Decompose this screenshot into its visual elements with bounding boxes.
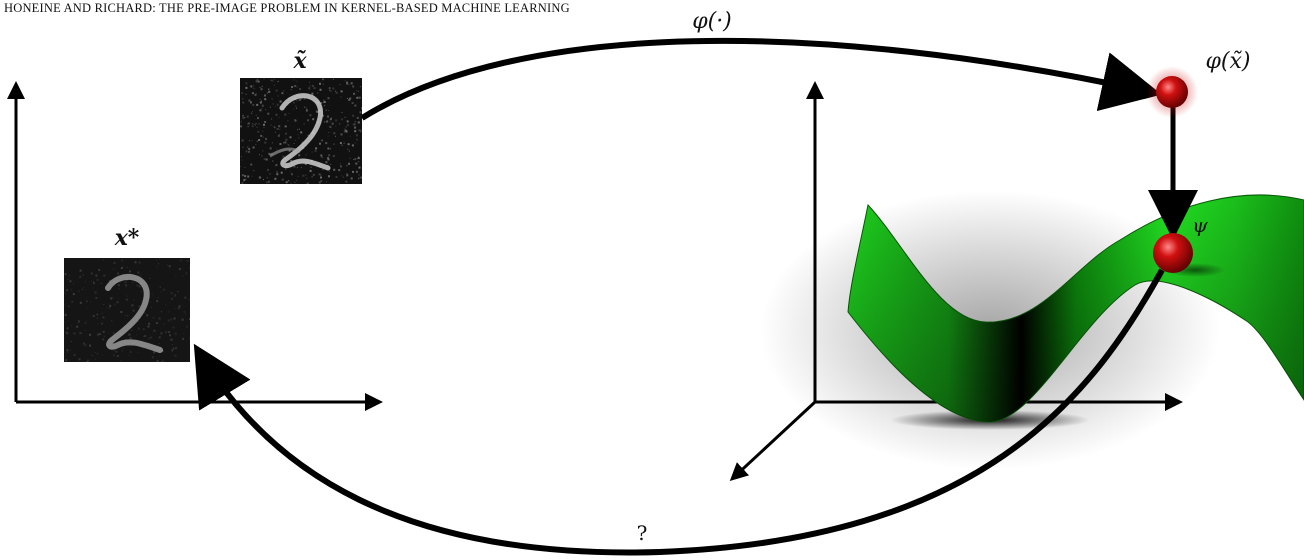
psi-label: ψ — [1192, 213, 1208, 237]
preimage-digit-drawing — [64, 258, 190, 362]
preimage-arrow — [193, 268, 1165, 556]
phi-x-ball — [1156, 76, 1188, 108]
noisy-digit-drawing — [240, 78, 362, 184]
noisy-digit-image — [240, 78, 362, 184]
running-title: HONEINE AND RICHARD: THE PRE-IMAGE PROBL… — [4, 1, 570, 15]
preimage-digit-image — [64, 258, 190, 362]
phi-x-tilde-label: φ(x̃) — [1206, 49, 1251, 74]
x-tilde-label: x̃ — [292, 48, 307, 74]
x-star-label: x* — [114, 225, 140, 251]
question-label: ? — [637, 521, 648, 545]
phi-map-label: φ(·) — [692, 9, 732, 34]
mapping-arrow — [360, 37, 1162, 121]
psi-ball — [1153, 233, 1193, 273]
feature-y-axis — [729, 400, 817, 482]
